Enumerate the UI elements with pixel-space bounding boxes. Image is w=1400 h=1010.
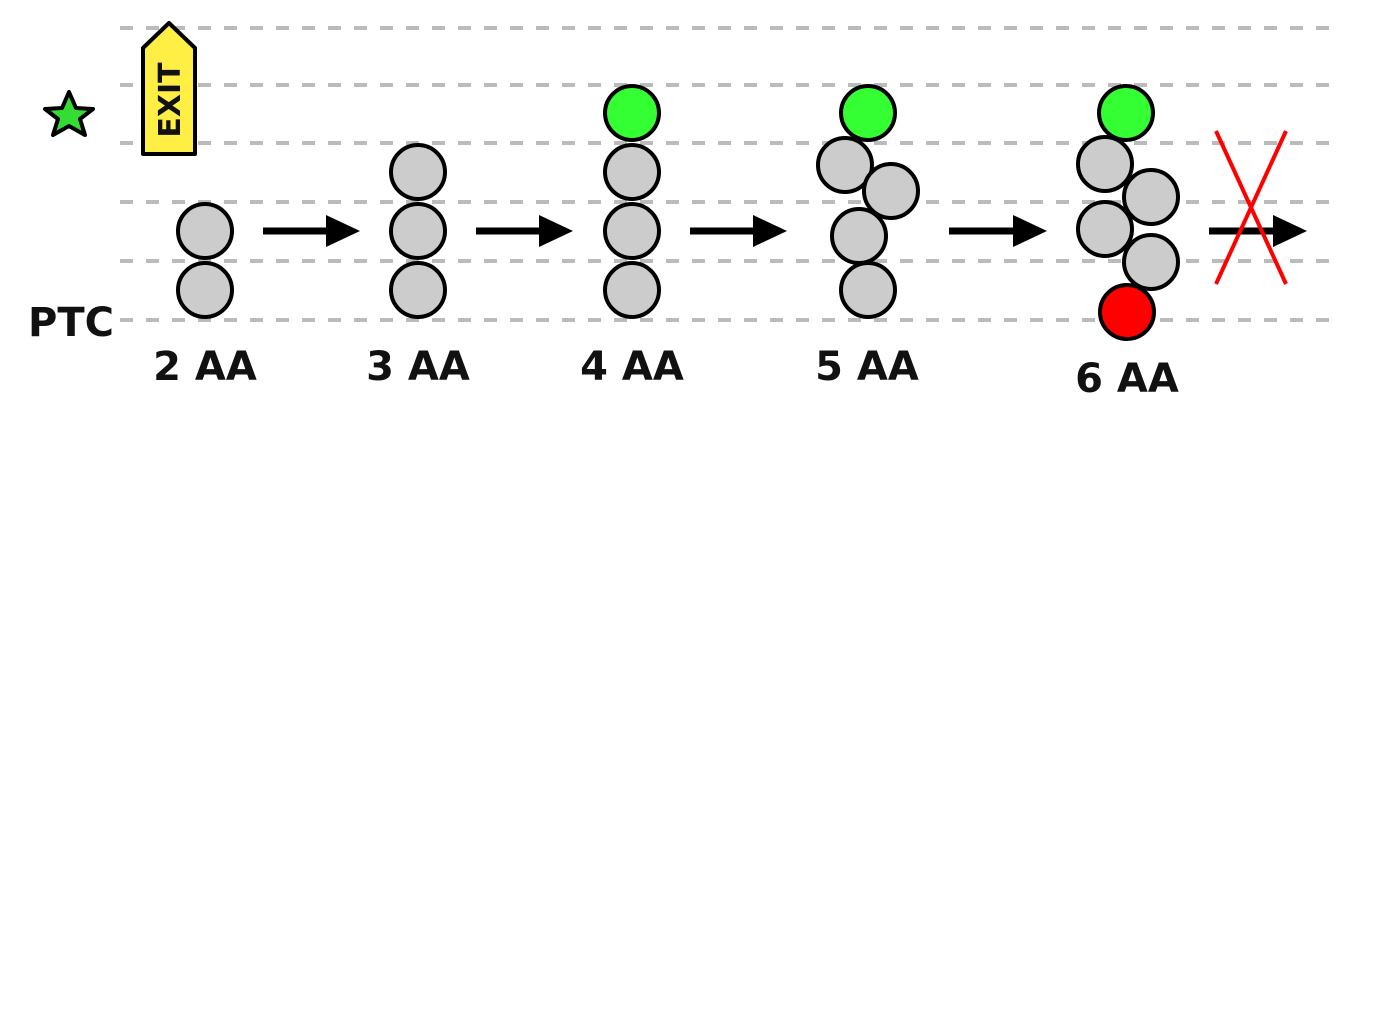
stage-5aa: 5 AA bbox=[815, 84, 920, 390]
exit-tag-icon: EXIT bbox=[141, 21, 197, 156]
residue bbox=[603, 261, 661, 319]
stall-residue bbox=[1098, 283, 1156, 341]
residue bbox=[389, 202, 447, 260]
arrow-1 bbox=[263, 215, 360, 247]
residue bbox=[603, 143, 661, 201]
residue bbox=[839, 261, 897, 319]
residue bbox=[830, 207, 888, 265]
stage-label: 4 AA bbox=[580, 344, 684, 390]
first-residue bbox=[1097, 84, 1155, 142]
residue bbox=[1122, 168, 1180, 226]
first-residue bbox=[603, 84, 661, 142]
stage-3aa: 3 AA bbox=[366, 143, 470, 390]
residue bbox=[389, 143, 447, 201]
first-residue bbox=[839, 84, 897, 142]
residue bbox=[1076, 200, 1134, 258]
arrow-3 bbox=[690, 215, 787, 247]
stage-label: 2 AA bbox=[153, 344, 257, 390]
residue bbox=[603, 202, 661, 260]
residue bbox=[176, 261, 234, 319]
residue bbox=[1076, 135, 1134, 193]
arrow-4 bbox=[949, 215, 1047, 247]
star-icon bbox=[43, 90, 95, 137]
transition-arrows bbox=[263, 215, 1307, 247]
exit-label: EXIT bbox=[153, 62, 188, 138]
ptc-label: PTC bbox=[28, 300, 114, 346]
residue bbox=[862, 162, 920, 220]
residue bbox=[1122, 233, 1180, 291]
stage-label: 6 AA bbox=[1075, 356, 1179, 402]
stage-label: 3 AA bbox=[366, 344, 470, 390]
stage-label: 5 AA bbox=[815, 344, 919, 390]
stage-2aa: 2 AA bbox=[153, 202, 257, 390]
residue bbox=[816, 136, 874, 194]
residue bbox=[389, 261, 447, 319]
arrow-5-blocked bbox=[1209, 215, 1307, 247]
block-cross-icon bbox=[1214, 130, 1288, 285]
residue bbox=[176, 202, 234, 260]
stage-6aa: 6 AA bbox=[1075, 84, 1180, 402]
arrow-2 bbox=[476, 215, 573, 247]
stage-4aa: 4 AA bbox=[580, 84, 684, 390]
